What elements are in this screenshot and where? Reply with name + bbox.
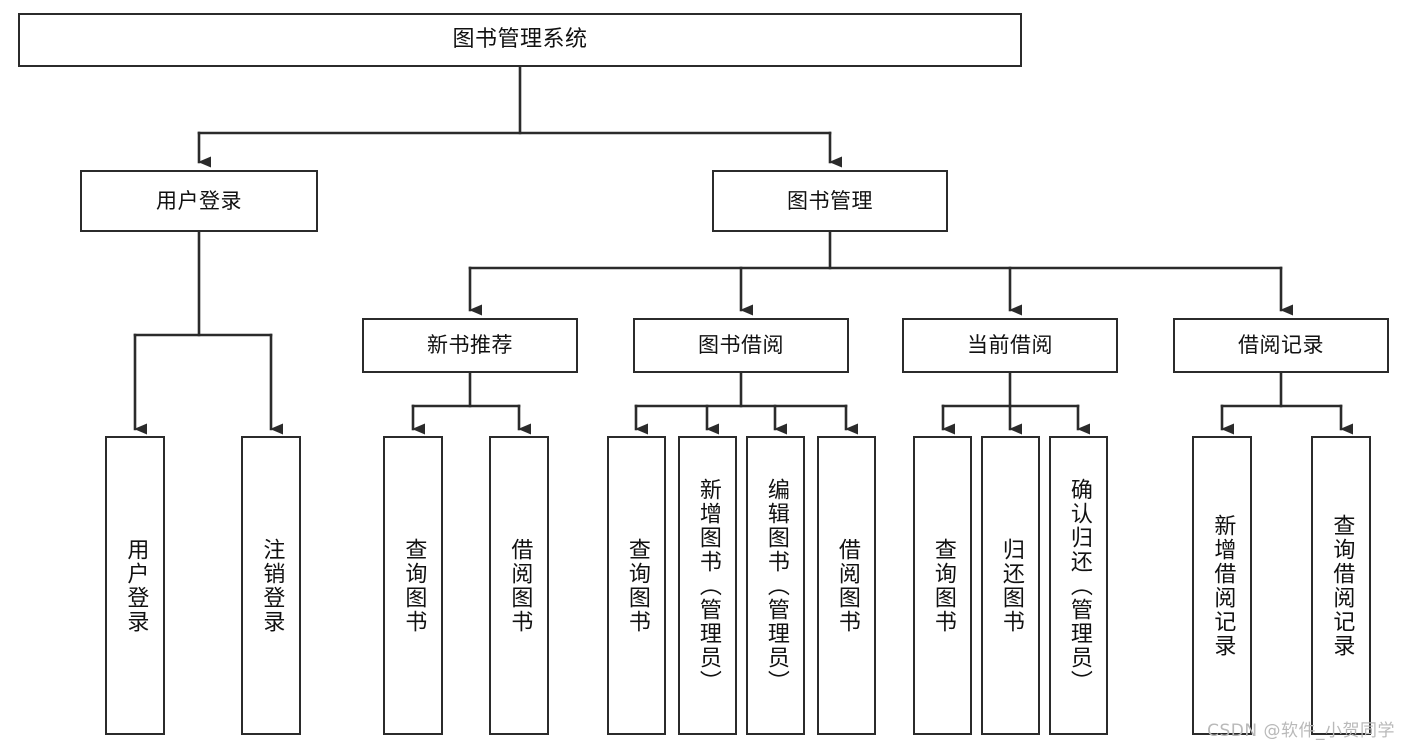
node-label: 借阅记录 bbox=[1238, 333, 1324, 358]
leaf-label: 借阅图书 bbox=[507, 537, 533, 634]
node-book-management[interactable]: 图书管理 bbox=[712, 170, 948, 232]
leaf-label: 确认归还（管理员） bbox=[1066, 477, 1092, 694]
leaf-label: 查询借阅记录 bbox=[1329, 513, 1355, 658]
leaf-record-add-borrow-record[interactable]: 新增借阅记录 bbox=[1192, 436, 1252, 735]
node-label: 图书管理系统 bbox=[452, 27, 588, 53]
node-label: 图书管理 bbox=[787, 188, 873, 213]
node-book-borrow[interactable]: 图书借阅 bbox=[633, 318, 849, 373]
leaf-record-query-borrow-record[interactable]: 查询借阅记录 bbox=[1311, 436, 1371, 735]
leaf-new-book-query[interactable]: 查询图书 bbox=[383, 436, 443, 735]
node-user-login[interactable]: 用户登录 bbox=[80, 170, 318, 232]
leaf-borrow-query-book[interactable]: 查询图书 bbox=[607, 436, 666, 735]
leaf-label: 新增图书（管理员） bbox=[695, 477, 721, 694]
node-label: 用户登录 bbox=[156, 188, 242, 213]
leaf-label: 借阅图书 bbox=[834, 537, 860, 634]
leaf-label: 查询图书 bbox=[930, 537, 956, 634]
leaf-borrow-edit-book-admin[interactable]: 编辑图书（管理员） bbox=[746, 436, 805, 735]
leaf-current-confirm-return-admin[interactable]: 确认归还（管理员） bbox=[1049, 436, 1108, 735]
node-label: 新书推荐 bbox=[427, 333, 513, 358]
leaf-new-book-borrow[interactable]: 借阅图书 bbox=[489, 436, 549, 735]
leaf-user-login-logout[interactable]: 注销登录 bbox=[241, 436, 301, 735]
leaf-borrow-borrow-book[interactable]: 借阅图书 bbox=[817, 436, 876, 735]
leaf-label: 归还图书 bbox=[998, 537, 1024, 634]
leaf-label: 注销登录 bbox=[259, 537, 285, 634]
node-label: 图书借阅 bbox=[698, 333, 784, 358]
leaf-label: 查询图书 bbox=[401, 537, 427, 634]
leaf-current-return-book[interactable]: 归还图书 bbox=[981, 436, 1040, 735]
node-borrow-record[interactable]: 借阅记录 bbox=[1173, 318, 1389, 373]
leaf-label: 查询图书 bbox=[624, 537, 650, 634]
leaf-label: 编辑图书（管理员） bbox=[763, 477, 789, 694]
node-current-borrow[interactable]: 当前借阅 bbox=[902, 318, 1118, 373]
leaf-label: 新增借阅记录 bbox=[1210, 513, 1236, 658]
node-root-library-system[interactable]: 图书管理系统 bbox=[18, 13, 1022, 67]
leaf-borrow-add-book-admin[interactable]: 新增图书（管理员） bbox=[678, 436, 737, 735]
leaf-user-login-login[interactable]: 用户登录 bbox=[105, 436, 165, 735]
node-label: 当前借阅 bbox=[967, 333, 1053, 358]
leaf-current-query-book[interactable]: 查询图书 bbox=[913, 436, 972, 735]
leaf-label: 用户登录 bbox=[123, 537, 149, 634]
node-new-book-recommend[interactable]: 新书推荐 bbox=[362, 318, 578, 373]
csdn-watermark: CSDN @软件_小贺同学 bbox=[1207, 721, 1395, 741]
